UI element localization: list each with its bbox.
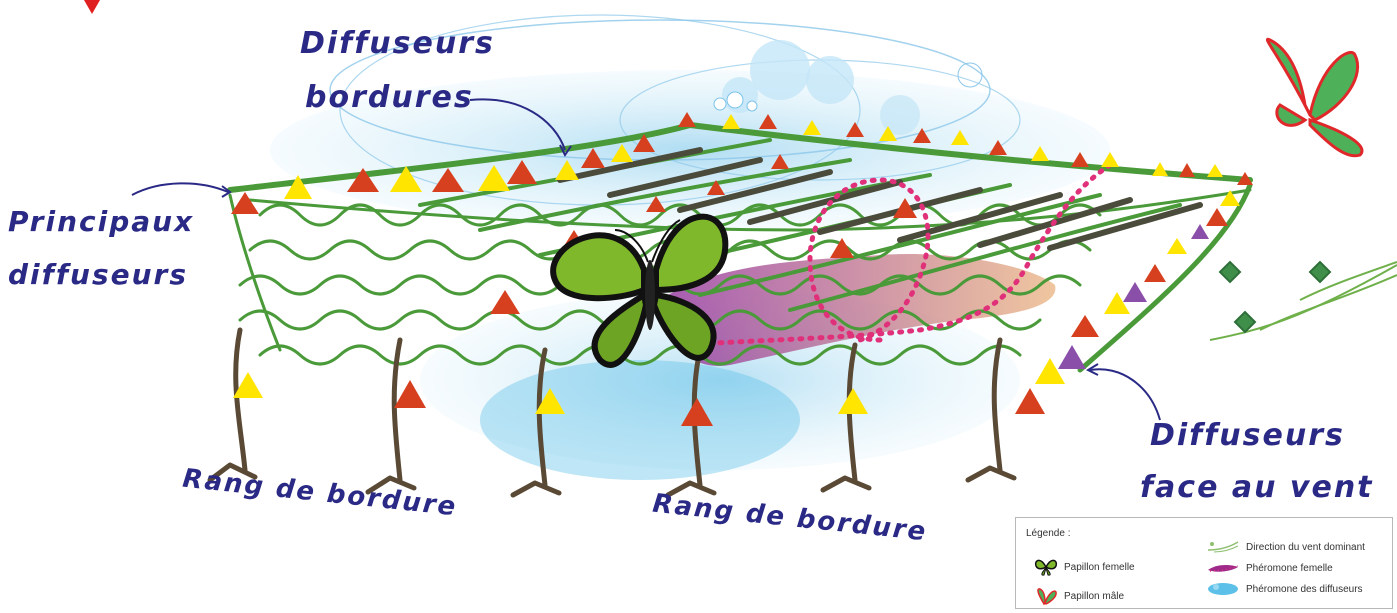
legend-label-female-pheromone: Phéromone femelle xyxy=(1246,563,1333,574)
male-butterfly-icon xyxy=(1034,586,1058,606)
legend-item-female-butterfly: Papillon femelle xyxy=(1034,558,1135,576)
label-main-diffusers-line1: Principaux xyxy=(8,205,194,238)
legend-item-male-butterfly: Papillon mâle xyxy=(1034,586,1124,606)
label-border-diffusers-line2: bordures xyxy=(305,80,474,115)
label-border-diffusers-line1: Diffuseurs xyxy=(300,26,495,61)
diffuser-pheromone-icon xyxy=(1206,582,1240,596)
legend-label-female-butterfly: Papillon femelle xyxy=(1064,562,1135,573)
legend: Légende : Papillon femelle Papillon mâle… xyxy=(1015,517,1393,609)
male-butterfly xyxy=(1267,39,1362,156)
label-main-diffusers-line2: diffuseurs xyxy=(8,258,188,291)
legend-title: Légende : xyxy=(1026,528,1071,539)
wind-icon xyxy=(1206,540,1240,554)
legend-item-diffuser-pheromone: Phéromone des diffuseurs xyxy=(1206,582,1363,596)
female-pheromone-icon xyxy=(1206,562,1240,574)
legend-label-male-butterfly: Papillon mâle xyxy=(1064,591,1124,602)
legend-item-wind-direction: Direction du vent dominant xyxy=(1206,540,1365,554)
heart-icon xyxy=(84,0,100,14)
legend-label-wind-direction: Direction du vent dominant xyxy=(1246,542,1365,553)
legend-label-diffuser-pheromone: Phéromone des diffuseurs xyxy=(1246,584,1363,595)
female-butterfly-icon xyxy=(1034,558,1058,576)
wind-leaves xyxy=(1210,262,1397,340)
label-wind-diffusers-line2: face au vent xyxy=(1140,470,1374,505)
legend-item-female-pheromone: Phéromone femelle xyxy=(1206,562,1333,574)
label-wind-diffusers-line1: Diffuseurs xyxy=(1150,418,1345,453)
purple-diffusers xyxy=(1058,224,1209,369)
